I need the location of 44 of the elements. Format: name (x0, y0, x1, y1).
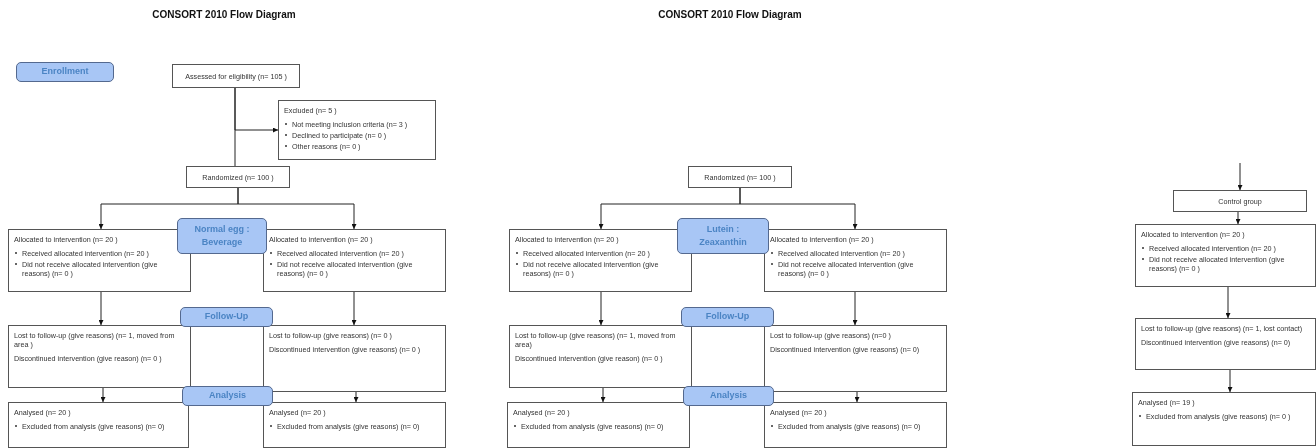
arrow (852, 291, 858, 326)
process-box (764, 325, 947, 392)
process-box (172, 64, 300, 88)
arrow (600, 387, 606, 403)
stage-label: Enrollment (16, 62, 114, 82)
arrow (1225, 286, 1231, 319)
arrow (353, 391, 359, 403)
process-box (186, 166, 290, 188)
arrow (100, 387, 106, 403)
stage-label: Analysis (683, 386, 774, 406)
stage-label: Lutein : Zeaxanthin (677, 218, 769, 254)
arrow (1235, 211, 1241, 225)
stage-label: Analysis (182, 386, 273, 406)
arrow (98, 291, 104, 326)
arrow (1227, 369, 1233, 393)
arrow (351, 291, 357, 326)
process-box (509, 229, 692, 292)
process-box (688, 166, 792, 188)
process-box (278, 100, 436, 160)
process-box (1173, 190, 1307, 212)
process-box (1135, 224, 1316, 287)
stage-label: Normal egg : Beverage (177, 218, 267, 254)
process-box (509, 325, 692, 388)
process-box (764, 402, 947, 448)
arrow (237, 187, 357, 230)
arrow (1237, 162, 1243, 191)
process-box (8, 229, 191, 292)
panel-title: CONSORT 2010 Flow Diagram (658, 9, 802, 20)
process-box (8, 402, 189, 448)
process-box (8, 325, 191, 388)
arrow (598, 291, 604, 326)
stage-label: Follow-Up (681, 307, 774, 327)
arrow (739, 187, 858, 230)
process-box (507, 402, 690, 448)
process-box (764, 229, 947, 292)
process-box (263, 402, 446, 448)
process-box (263, 325, 446, 392)
process-box (1132, 392, 1316, 446)
stage-label: Follow-Up (180, 307, 273, 327)
connector-line (234, 87, 236, 167)
process-box (263, 229, 446, 292)
arrow (854, 391, 860, 403)
diagram-title: CONSORT 2010 Flow Diagram (152, 9, 296, 20)
process-box (1135, 318, 1316, 370)
